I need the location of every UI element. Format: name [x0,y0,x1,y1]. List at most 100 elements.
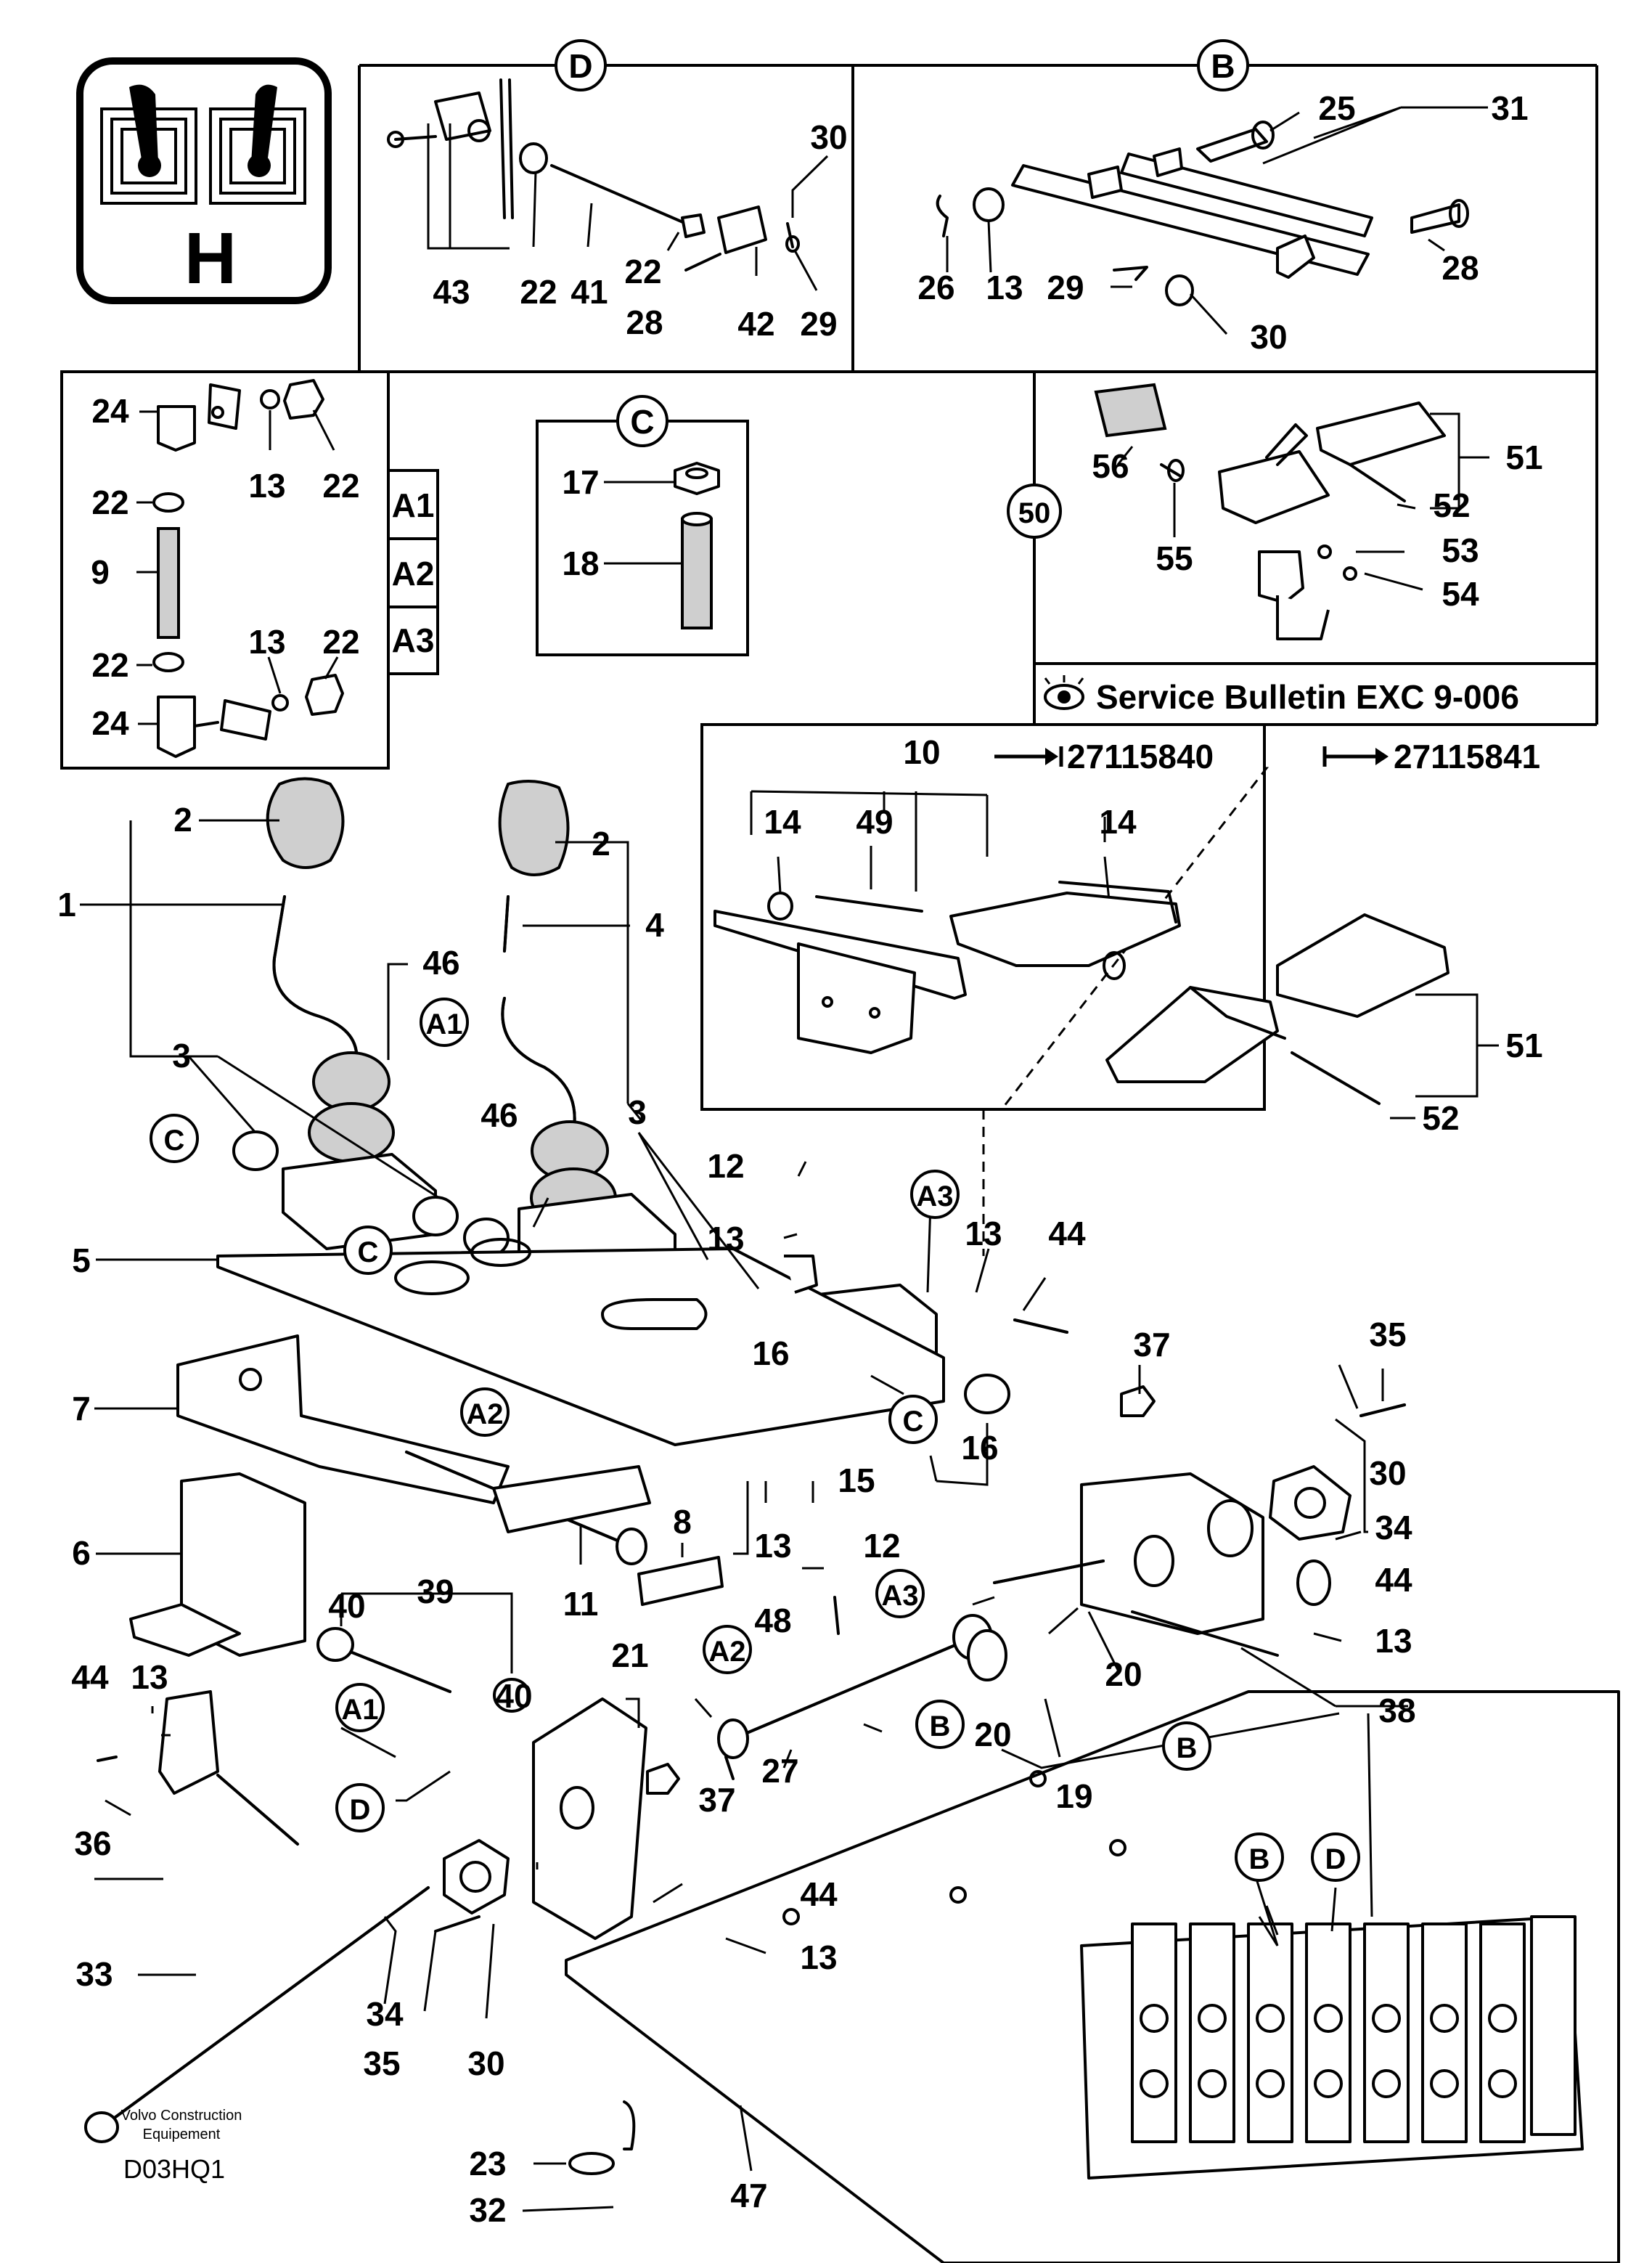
callout-a3-lower: A3 [875,1569,925,1618]
tab-a1: A1 [392,486,435,524]
label-13: 13 [248,467,285,505]
label-5: 5 [72,1241,91,1279]
label-56: 56 [1092,447,1129,485]
label-13: 13 [800,1938,837,1976]
section-c-marker: C [616,395,668,447]
label-44: 44 [71,1658,109,1696]
svg-text:C: C [903,1406,924,1438]
label-27: 27 [761,1752,798,1790]
label-13: 13 [707,1220,744,1257]
label-51: 51 [1505,1027,1542,1064]
label-55: 55 [1156,539,1193,577]
label-24: 24 [91,704,129,742]
label-35: 35 [363,2044,400,2082]
section-50-marker: 50 [1007,484,1062,539]
svg-text:D: D [1325,1843,1346,1875]
label-4: 4 [645,906,664,944]
label-13: 13 [131,1658,168,1696]
label-53: 53 [1442,531,1479,569]
inset-d-parts [387,78,800,272]
callout-a3-upper: A3 [910,1170,960,1219]
label-25: 25 [1318,89,1355,127]
svg-text:C: C [164,1125,185,1157]
label-30: 30 [467,2044,504,2082]
serial-upto: 27115840 [1067,738,1214,775]
label-52: 52 [1433,486,1470,524]
inset-10-parts [713,790,1449,1105]
tab-a2: A2 [392,555,435,592]
inset-d-leaders [427,123,829,291]
label-44: 44 [1375,1561,1412,1599]
svg-text:A1: A1 [425,1008,462,1040]
svg-text:B: B [1211,47,1235,85]
label-44: 44 [800,1875,838,1913]
inset-50-parts [1094,383,1446,640]
label-2: 2 [173,801,192,839]
label-12: 12 [707,1147,744,1185]
main-leaders [80,819,1408,2212]
label-43: 43 [433,273,470,311]
callout-b-right: B [1162,1721,1211,1771]
label-29: 29 [1047,269,1084,306]
callout-d-lower: D [335,1783,385,1832]
svg-text:B: B [1177,1732,1198,1764]
label-22: 22 [520,273,557,311]
label-16: 16 [752,1334,789,1372]
svg-text:C: C [630,403,654,441]
label-14: 14 [1099,803,1137,841]
label-22: 22 [322,623,359,661]
label-22: 22 [91,484,128,521]
label-34: 34 [366,1995,404,2033]
label-1: 1 [57,886,76,923]
label-13: 13 [754,1527,791,1565]
label-39: 39 [417,1573,454,1610]
eye-icon [1044,675,1084,710]
label-12: 12 [863,1527,900,1565]
label-22: 22 [322,467,359,505]
inset-50-leaders [1116,412,1489,591]
serial-from: 27115841 [1394,738,1540,775]
svg-text:A3: A3 [881,1580,918,1612]
bulletin-text: Service Bulletin EXC 9-006 [1096,678,1519,716]
callout-a2-upper: A2 [460,1387,510,1437]
label-29: 29 [800,305,837,343]
label-22: 22 [624,253,661,290]
svg-text:A1: A1 [341,1694,378,1726]
badge-letter: H [184,218,237,299]
label-11: 11 [563,1585,599,1623]
label-30: 30 [1369,1454,1406,1492]
svg-text:D: D [568,47,592,85]
label-22: 22 [91,646,128,684]
callout-a2-lower: A2 [703,1625,752,1674]
svg-text:D: D [350,1794,371,1826]
svg-text:A2: A2 [708,1636,745,1668]
label-14: 14 [764,803,801,841]
inset-a-leaders [136,409,339,725]
label-13: 13 [1375,1622,1412,1660]
label-3: 3 [628,1093,647,1131]
callout-a1-lower: A1 [335,1683,385,1732]
serial-upto-arrow-icon [994,746,1063,767]
label-40: 40 [328,1587,365,1625]
label-48: 48 [754,1602,791,1639]
label-21: 21 [611,1636,648,1674]
label-7: 7 [72,1390,91,1427]
inset-a-parts [152,379,344,758]
section-d-marker: D [555,39,607,91]
label-32: 32 [469,2191,506,2229]
svg-text:B: B [930,1710,951,1742]
label-23: 23 [469,2145,506,2182]
label-44: 44 [1048,1215,1086,1252]
label-40: 40 [495,1677,532,1715]
label-18: 18 [562,545,599,582]
publisher-line-1: Volvo Construction [121,2108,242,2124]
label-30: 30 [1250,318,1287,356]
label-37: 37 [698,1781,735,1819]
svg-text:B: B [1249,1843,1270,1875]
label-13: 13 [965,1215,1002,1252]
label-24: 24 [91,392,129,430]
label-15: 15 [838,1461,875,1499]
inset-b-parts [936,121,1469,306]
tab-a3: A3 [392,621,435,659]
